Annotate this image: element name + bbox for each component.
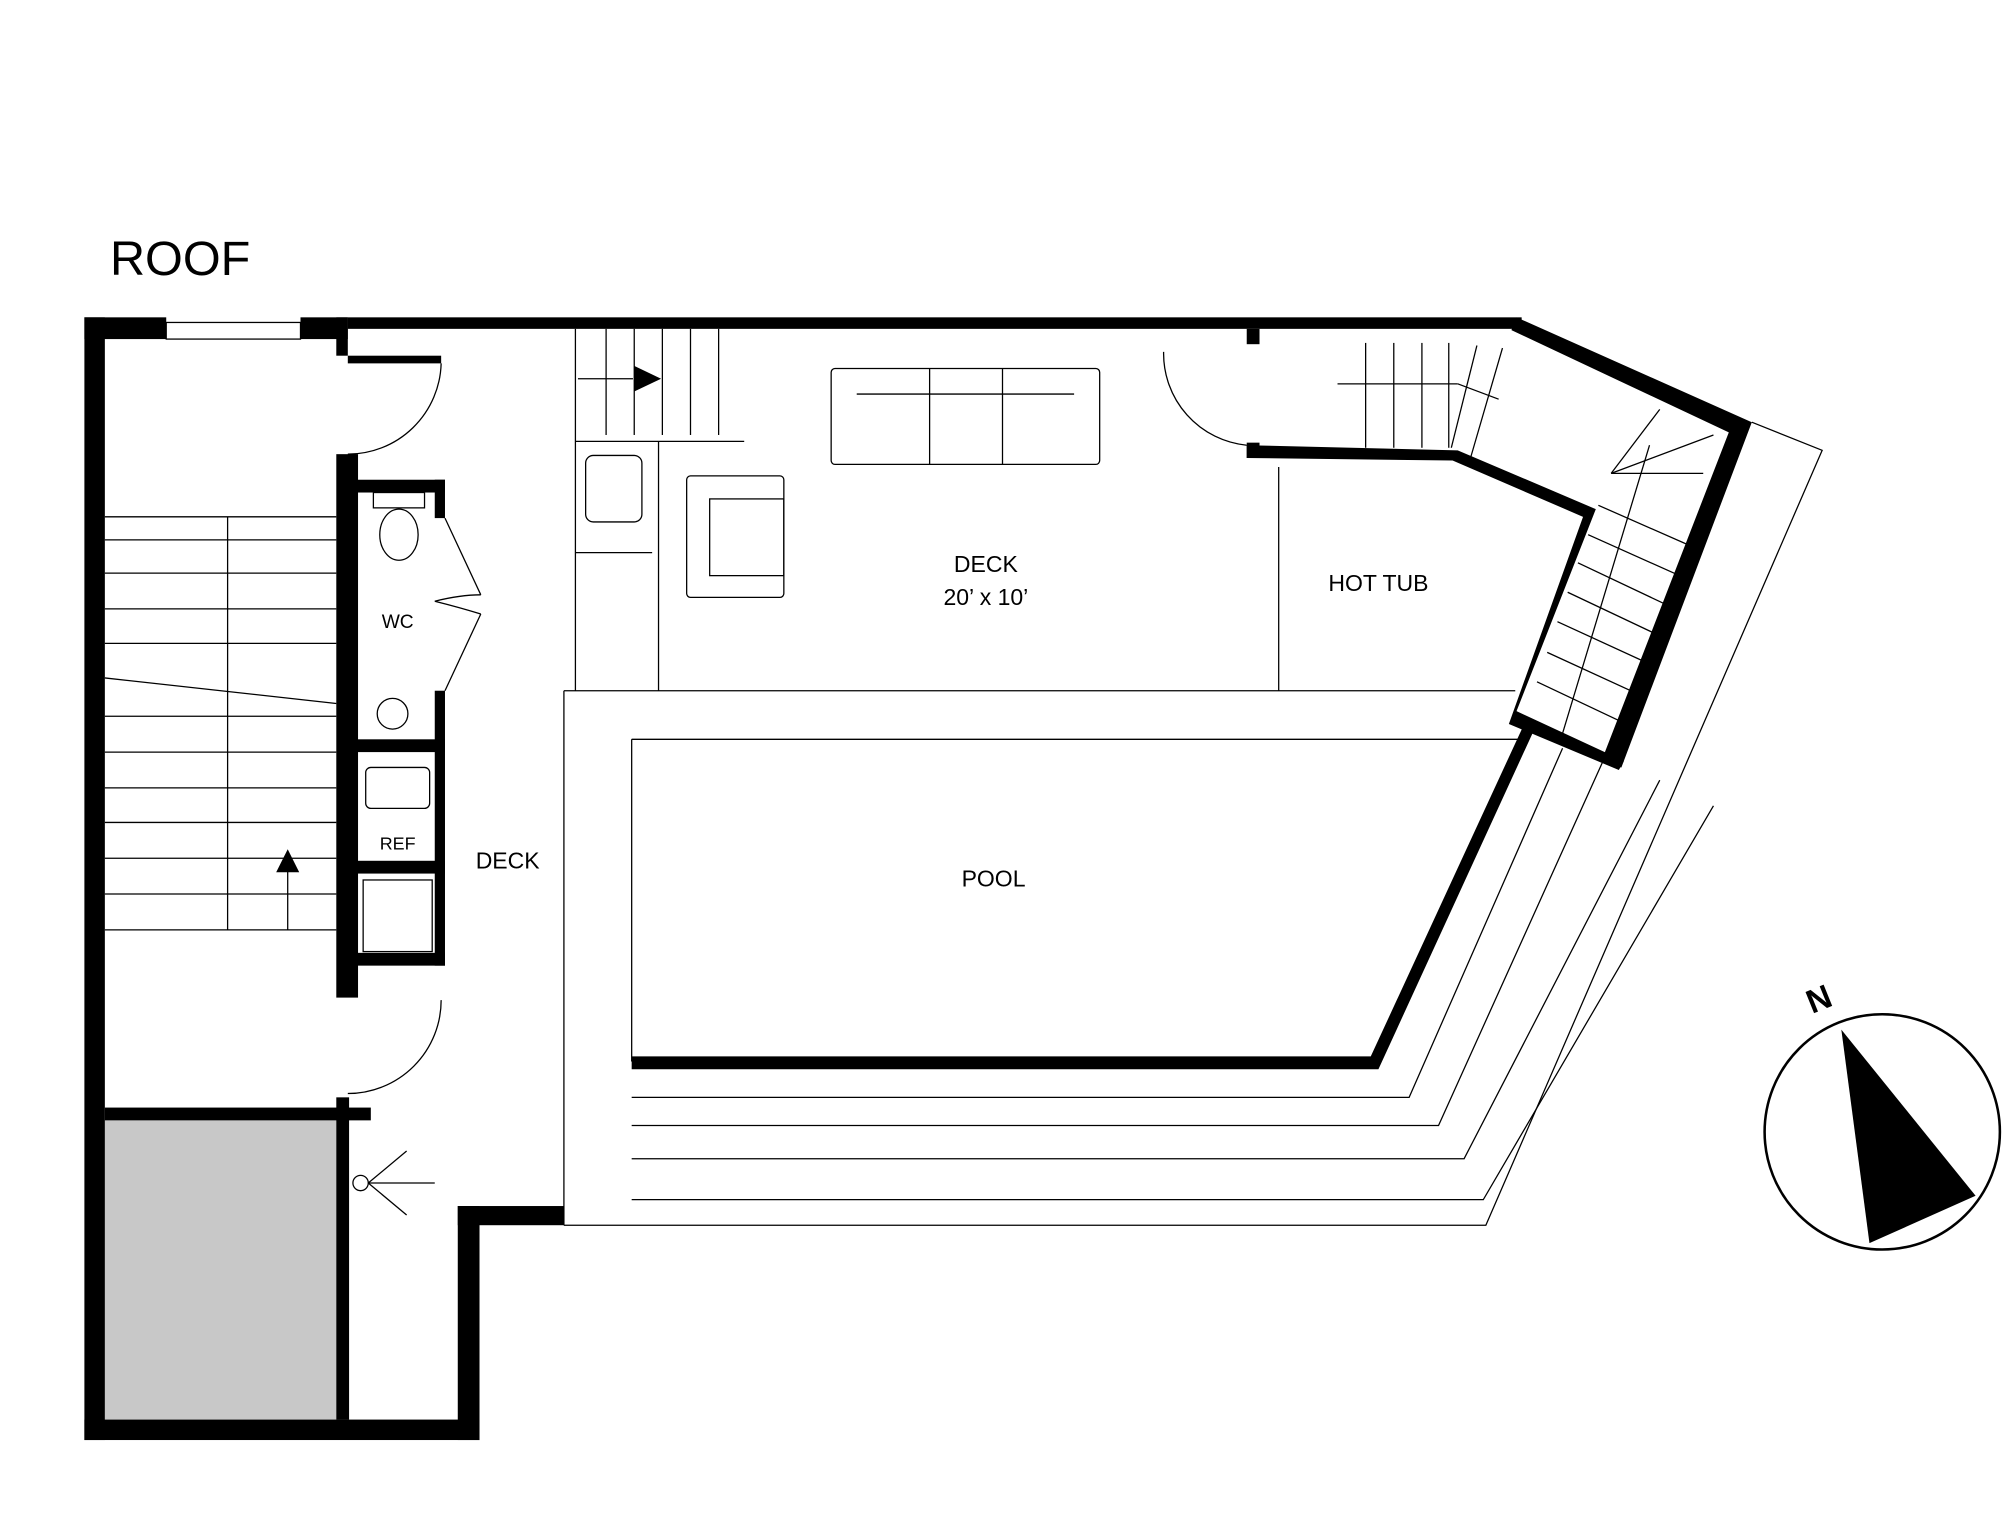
room-label-deck-main: DECK [954, 551, 1019, 577]
stair-arrows [276, 365, 662, 873]
compass-north-label: N [1801, 978, 1837, 1021]
room-label-hot-tub: HOT TUB [1328, 570, 1428, 596]
compass-circle [1763, 1012, 2002, 1251]
shaded-area [104, 1120, 337, 1420]
room-label-deck-side: DECK [476, 847, 541, 873]
thin-lines [104, 321, 1823, 1226]
plan-title: ROOF [110, 232, 250, 286]
walls [84, 317, 1752, 1441]
room-label-wc: WC [382, 612, 414, 633]
room-size-deck-main: 20’ x 10’ [943, 584, 1028, 610]
stair-treads [104, 328, 1714, 931]
room-label-ref: REF [380, 833, 416, 853]
compass: N [1763, 978, 2002, 1251]
room-label-pool: POOL [962, 865, 1026, 891]
north-arrow-icon [1841, 1029, 1976, 1244]
